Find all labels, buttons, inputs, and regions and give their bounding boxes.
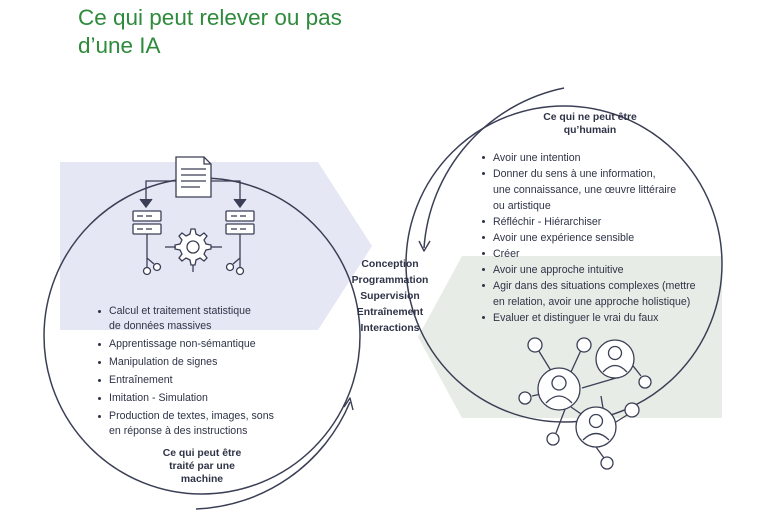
- network-nodes-icon: [142, 234, 245, 276]
- list-item: Donner du sens à une information, une co…: [480, 166, 696, 214]
- list-item: Manipulation de signes: [96, 355, 274, 370]
- connector-lines: [139, 180, 247, 209]
- interaction-list: Conception Programmation Supervision Ent…: [351, 259, 429, 334]
- machine-panel: [60, 162, 372, 330]
- list-item: Agir dans des situations complexes (mett…: [480, 278, 696, 310]
- list-item: Calcul et traitement statistique de donn…: [96, 304, 274, 334]
- person-icon: [537, 367, 581, 411]
- list-item: Avoir une intention: [480, 150, 696, 166]
- person-icon: [595, 339, 635, 379]
- human-cycle-arrowhead: [418, 240, 431, 252]
- person-icon: [575, 406, 617, 448]
- machine-cycle-arrow: [195, 401, 351, 510]
- server-icon: [132, 210, 162, 235]
- list-item: Production de textes, images, sons en ré…: [96, 409, 274, 439]
- machine-icon: [132, 156, 255, 276]
- page-title: Ce qui peut relever ou pas d’une IA: [78, 4, 342, 60]
- human-caption: Ce qui ne peut être qu’humain: [543, 112, 637, 136]
- list-item: Entraînement: [96, 373, 274, 388]
- machine-cycle-arrowhead: [343, 397, 354, 411]
- server-icon: [225, 210, 255, 235]
- list-item: Réfléchir - Hiérarchiser: [480, 214, 696, 230]
- page-title-line-2: d’une IA: [78, 33, 161, 58]
- list-item: Imitation - Simulation: [96, 391, 274, 406]
- document-icon: [175, 156, 212, 198]
- list-item: Avoir une expérience sensible: [480, 230, 696, 246]
- list-item: Créer: [480, 246, 696, 262]
- list-item: Avoir une approche intuitive: [480, 262, 696, 278]
- human-capabilities-list: Avoir une intention Donner du sens à une…: [480, 150, 696, 326]
- machine-caption: Ce qui peut être traité par une machine: [162, 448, 242, 485]
- list-item: Evaluer et distinguer le vrai du faux: [480, 310, 696, 326]
- human-cycle-arrow: [423, 87, 565, 249]
- page-title-line-1: Ce qui peut relever ou pas: [78, 5, 342, 30]
- human-circle: [405, 105, 723, 423]
- gear-icon: [174, 228, 212, 266]
- list-item: Apprentissage non-sémantique: [96, 337, 274, 352]
- people-network-icon: [518, 337, 652, 470]
- machine-capabilities-list: Calcul et traitement statistique de donn…: [96, 304, 274, 439]
